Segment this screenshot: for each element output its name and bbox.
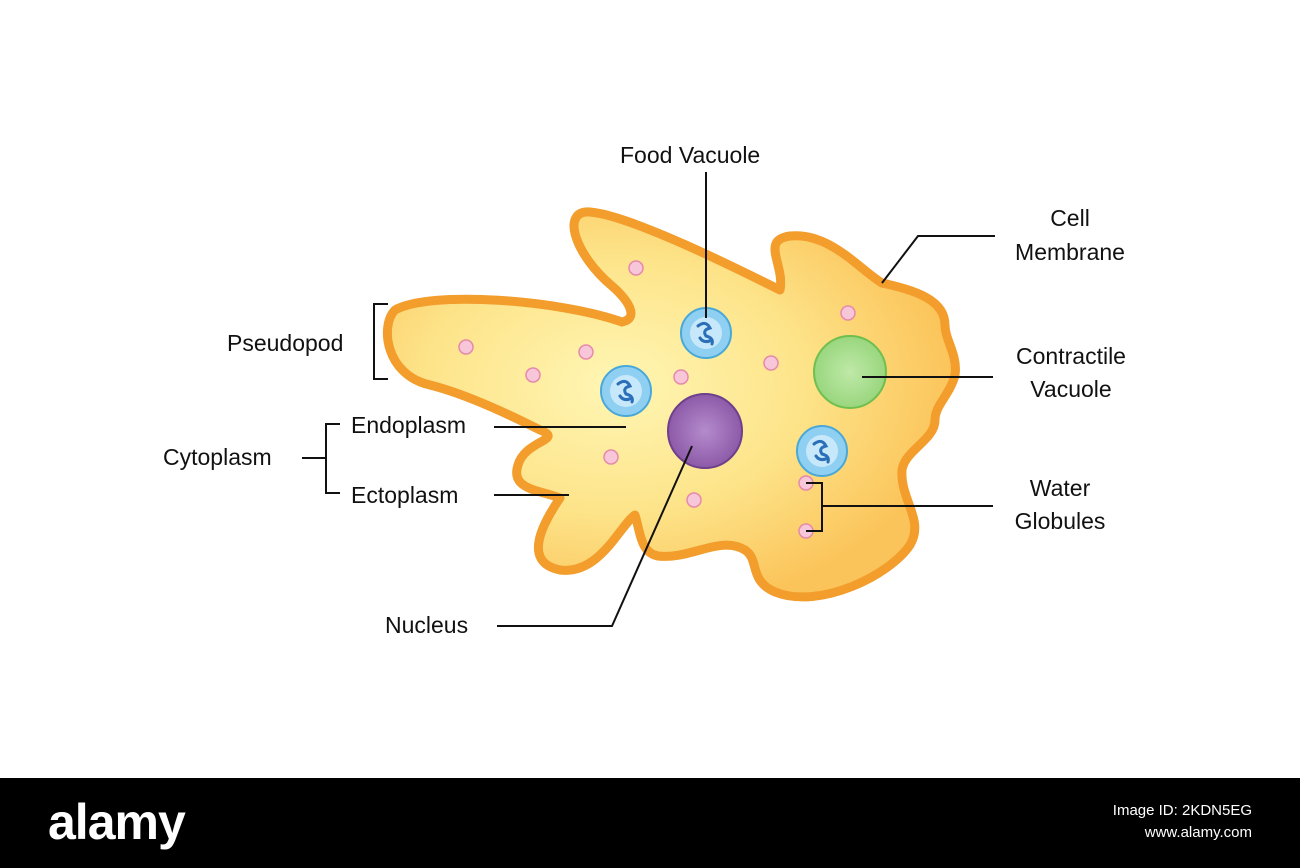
label-ectoplasm: Ectoplasm: [351, 482, 459, 508]
label-contractile-vacuole-line2: Vacuole: [1030, 376, 1112, 402]
pseudopod-bracket: [373, 303, 388, 380]
label-contractile-vacuole-line1: Contractile: [1016, 343, 1126, 369]
water-globule: [840, 305, 856, 321]
water-globule: [673, 369, 689, 385]
label-cell-membrane-line1: Cell: [1050, 205, 1090, 231]
cytoplasm-bracket: [325, 423, 340, 494]
site-url: www.alamy.com: [1144, 824, 1252, 841]
nucleus-leader: [497, 445, 693, 627]
water-globule: [628, 260, 644, 276]
water-globule: [525, 367, 541, 383]
leader-lines: [302, 172, 995, 627]
food-vacuole: [796, 425, 848, 477]
image-info: Image ID: 2KDN5EG www.alamy.com: [1113, 800, 1252, 844]
water-globule: [603, 449, 619, 465]
label-food-vacuole: Food Vacuole: [620, 142, 761, 168]
label-nucleus: Nucleus: [385, 612, 469, 638]
contractile-vacuole: [813, 335, 887, 409]
water-globule: [763, 355, 779, 371]
amoeba-diagram: [302, 172, 995, 627]
label-cytoplasm: Cytoplasm: [163, 444, 272, 470]
amoeba-body: [383, 207, 960, 602]
water-globules: [458, 260, 856, 539]
label-pseudopod: Pseudopod: [227, 330, 344, 356]
food-vacuole: [600, 365, 652, 417]
nucleus: [667, 393, 743, 469]
alamy-logo: alamy: [48, 794, 186, 850]
label-water-globules-line1: Water: [1029, 475, 1091, 501]
water-globule: [686, 492, 702, 508]
label-endoplasm: Endoplasm: [351, 412, 467, 438]
diagram-area: Food Vacuole Cell Membrane Pseudopod Con…: [163, 142, 1126, 638]
water-globule: [458, 339, 474, 355]
image-id: Image ID: 2KDN5EG: [1112, 802, 1252, 819]
cell-membrane-leader: [881, 235, 995, 284]
label-cell-membrane-line2: Membrane: [1015, 239, 1125, 265]
water-globule: [578, 344, 594, 360]
label-water-globules-line2: Globules: [1014, 508, 1106, 534]
watermark-footer: alamy Image ID: 2KDN5EG www.alamy.com: [0, 778, 1300, 868]
